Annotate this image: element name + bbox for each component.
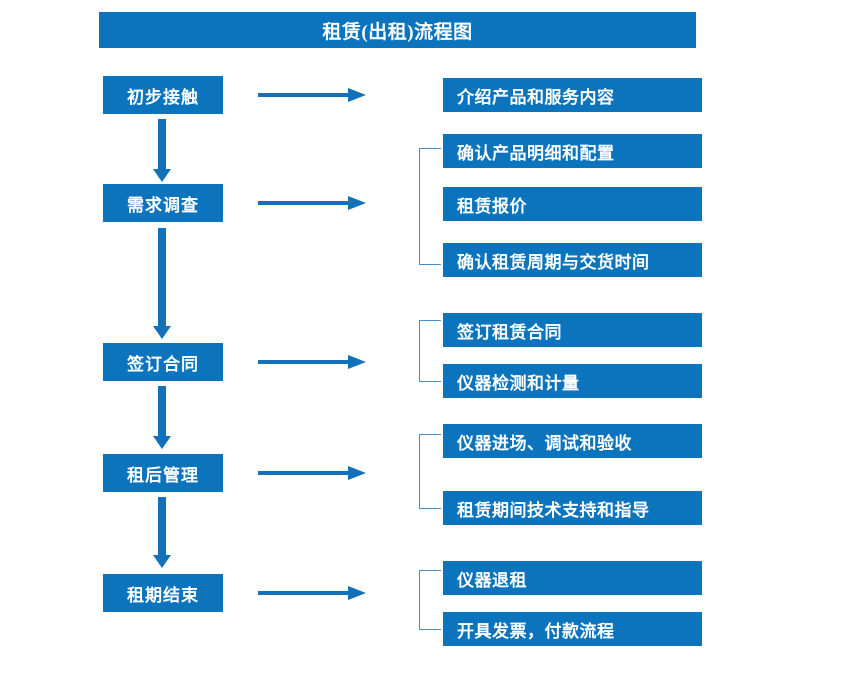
- arrow-shaft: [258, 360, 350, 364]
- detail-box[interactable]: 仪器进场、调试和验收: [443, 424, 702, 458]
- arrow-shaft: [158, 497, 166, 555]
- arrow-shaft: [158, 386, 166, 436]
- arrow-shaft: [258, 471, 350, 475]
- stage-box[interactable]: 签订合同: [103, 343, 223, 381]
- stage-box[interactable]: 租后管理: [103, 454, 223, 492]
- page-title: 租赁(出租)流程图: [99, 12, 696, 48]
- arrow-head: [153, 169, 171, 182]
- group-bracket: [419, 320, 441, 382]
- group-bracket: [419, 570, 441, 630]
- group-bracket: [419, 148, 441, 265]
- detail-box[interactable]: 仪器退租: [443, 561, 702, 595]
- stage-box[interactable]: 初步接触: [103, 76, 223, 114]
- detail-box[interactable]: 确认产品明细和配置: [443, 134, 702, 168]
- detail-box[interactable]: 介绍产品和服务内容: [443, 78, 702, 112]
- arrow-head: [348, 355, 366, 369]
- arrow-head: [348, 196, 366, 210]
- detail-box[interactable]: 仪器检测和计量: [443, 364, 702, 398]
- group-bracket: [419, 434, 441, 509]
- arrow-right-icon: [258, 88, 366, 102]
- arrow-head: [153, 436, 171, 449]
- arrow-shaft: [258, 201, 350, 205]
- arrow-down-icon: [153, 119, 171, 182]
- stage-box[interactable]: 需求调查: [103, 184, 223, 222]
- arrow-right-icon: [258, 196, 366, 210]
- detail-box[interactable]: 租赁期间技术支持和指导: [443, 491, 702, 525]
- arrow-head: [348, 88, 366, 102]
- stage-box[interactable]: 租期结束: [103, 574, 223, 612]
- arrow-shaft: [158, 119, 166, 169]
- detail-box[interactable]: 确认租赁周期与交货时间: [443, 243, 702, 277]
- detail-box[interactable]: 签订租赁合同: [443, 313, 702, 347]
- arrow-shaft: [158, 228, 166, 326]
- arrow-shaft: [258, 591, 350, 595]
- arrow-right-icon: [258, 466, 366, 480]
- arrow-down-icon: [153, 497, 171, 568]
- arrow-down-icon: [153, 228, 171, 339]
- arrow-head: [153, 555, 171, 568]
- arrow-shaft: [258, 93, 350, 97]
- arrow-head: [348, 466, 366, 480]
- arrow-head: [348, 586, 366, 600]
- detail-box[interactable]: 租赁报价: [443, 187, 702, 221]
- arrow-head: [153, 326, 171, 339]
- arrow-right-icon: [258, 586, 366, 600]
- arrow-right-icon: [258, 355, 366, 369]
- detail-box[interactable]: 开具发票，付款流程: [443, 612, 702, 646]
- arrow-down-icon: [153, 386, 171, 449]
